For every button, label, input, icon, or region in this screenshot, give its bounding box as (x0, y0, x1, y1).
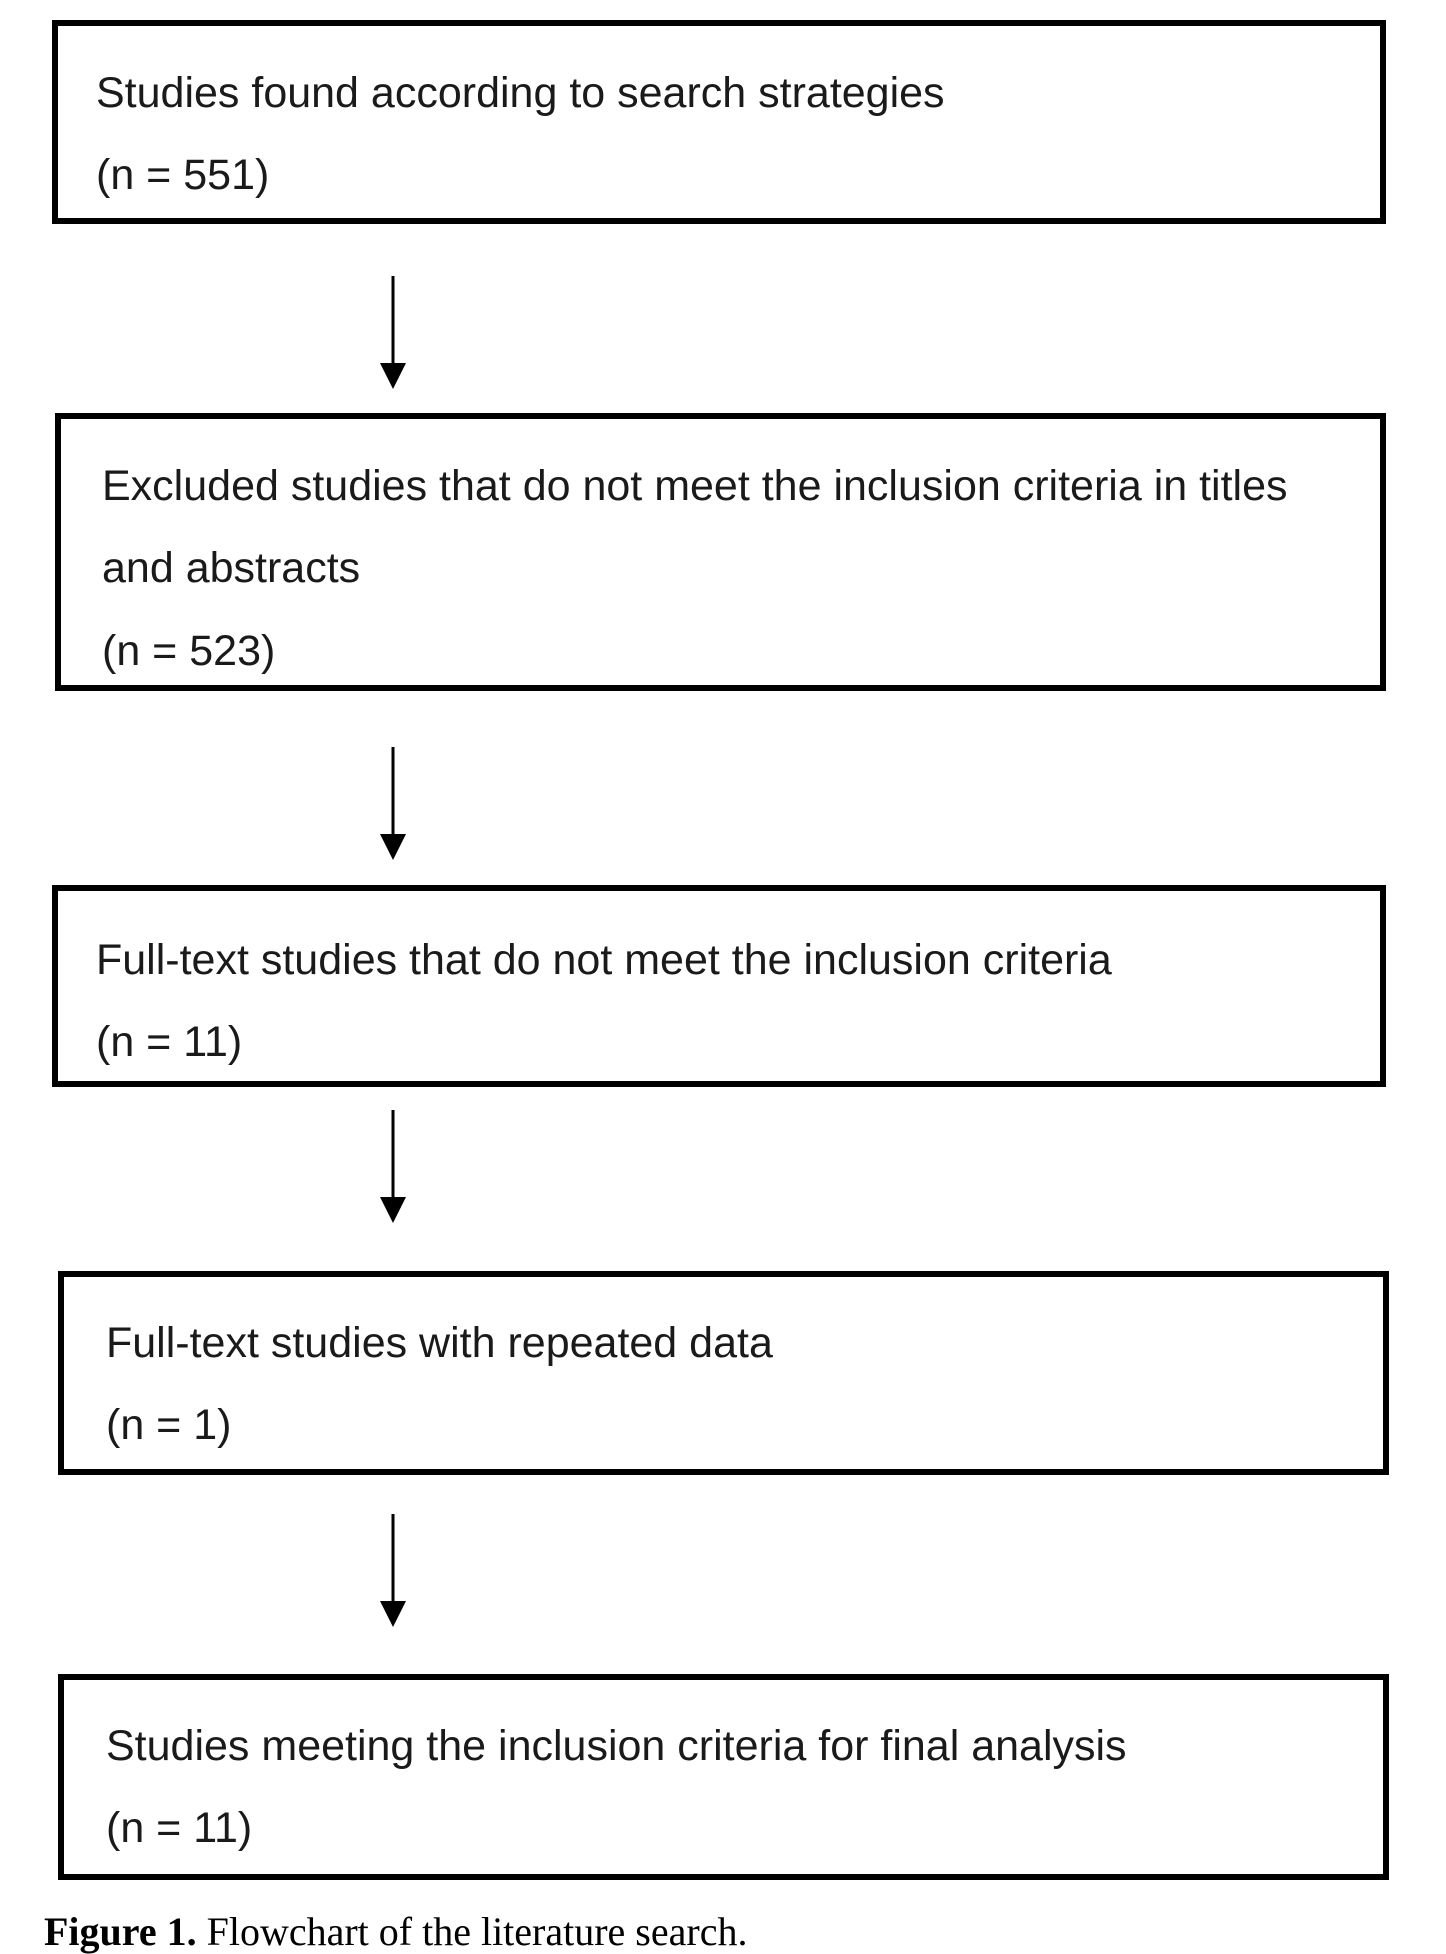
box-excluded-titles-abstracts-count: (n = 523) (102, 627, 276, 675)
box-fulltext-excluded-count: (n = 11) (96, 1018, 243, 1066)
box-fulltext-excluded: Full-text studies that do not meet the i… (52, 885, 1386, 1087)
box-repeated-data-title: Full-text studies with repeated data (106, 1319, 773, 1367)
arrow-2 (373, 747, 413, 862)
box-repeated-data-count: (n = 1) (106, 1401, 232, 1449)
box-search-results: Studies found according to search strate… (52, 20, 1386, 224)
box-search-results-count: (n = 551) (96, 151, 270, 199)
arrow-4 (373, 1514, 413, 1629)
box-final-analysis: Studies meeting the inclusion criteria f… (58, 1674, 1389, 1880)
box-repeated-data: Full-text studies with repeated data (n … (58, 1271, 1389, 1475)
box-final-analysis-count: (n = 11) (106, 1804, 253, 1852)
box-excluded-titles-abstracts-title: Excluded studies that do not meet the in… (102, 462, 1288, 510)
figure-caption-label: Figure 1. (44, 1909, 197, 1954)
figure-caption-text: Flowchart of the literature search. (206, 1909, 748, 1954)
box-final-analysis-title: Studies meeting the inclusion criteria f… (106, 1722, 1127, 1770)
box-fulltext-excluded-title: Full-text studies that do not meet the i… (96, 936, 1112, 984)
box-search-results-title: Studies found according to search strate… (96, 69, 945, 117)
figure-caption: Figure 1. Flowchart of the literature se… (44, 1912, 747, 1952)
arrow-3 (373, 1110, 413, 1225)
box-excluded-titles-abstracts-title-cont: and abstracts (102, 544, 361, 592)
arrow-1 (373, 276, 413, 391)
box-excluded-titles-abstracts: Excluded studies that do not meet the in… (55, 413, 1386, 691)
